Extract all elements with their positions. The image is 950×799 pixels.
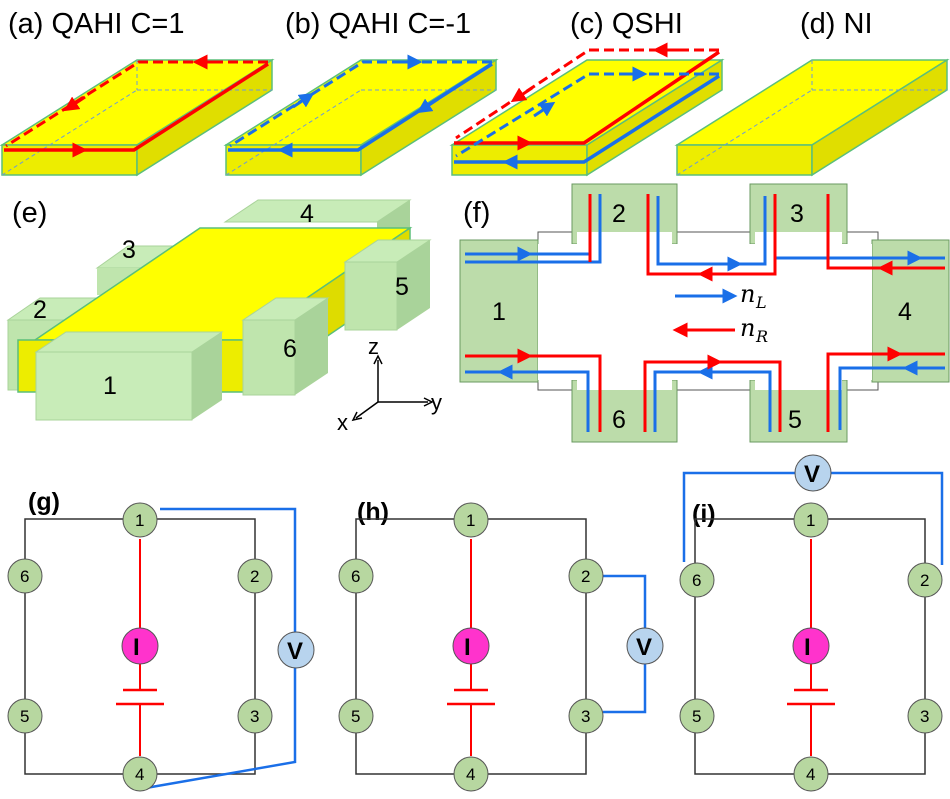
node-i-1: 1	[806, 511, 815, 530]
axis-y-label: y	[431, 390, 442, 415]
panel-a: (a) QAHI C=1	[0, 8, 275, 177]
node-i-3: 3	[920, 707, 929, 726]
panel-f-label: (f)	[463, 197, 490, 229]
node-i-6: 6	[692, 571, 701, 590]
legend-nL-symbol: n	[740, 280, 755, 308]
node-g-3: 3	[250, 707, 259, 726]
legend-nL-sub: L	[755, 293, 767, 312]
voltmeter-h: V	[636, 634, 652, 661]
terminal-label-1: 1	[492, 298, 506, 326]
contact-label-1: 1	[103, 372, 117, 400]
panel-f: (f) 2 3 1 4 6 5	[459, 183, 950, 443]
contact-label-6: 6	[283, 335, 297, 363]
axis-x-label: x	[337, 410, 348, 435]
node-h-3: 3	[581, 707, 590, 726]
voltmeter-i: V	[804, 461, 820, 488]
node-g-2: 2	[250, 567, 259, 586]
node-h-2: 2	[581, 567, 590, 586]
contact-label-5: 5	[395, 273, 409, 301]
panel-h-label: (h)	[357, 498, 389, 526]
slab-a	[0, 58, 275, 177]
nodes-g: 1 2 3 4 5 6	[7, 502, 273, 792]
node-g-5: 5	[20, 707, 29, 726]
contact-label-3: 3	[122, 236, 136, 264]
edge-state-red-c	[454, 42, 720, 151]
node-g-1: 1	[135, 511, 144, 530]
legend-nR-symbol: n	[740, 314, 755, 342]
terminal-label-5: 5	[788, 406, 802, 434]
hall-bar-f	[459, 183, 950, 443]
contact-1-e	[34, 331, 224, 421]
terminal-label-3: 3	[790, 200, 804, 228]
panel-b-label: (b) QAHI C=-1	[285, 8, 471, 40]
current-source-h: I	[464, 634, 471, 661]
contact-6-e	[241, 297, 330, 396]
panel-g-label: (g)	[28, 488, 60, 516]
slab-b	[223, 58, 499, 177]
node-h-5: 5	[351, 707, 360, 726]
panel-i: (i) I V 1 2 3 4 5 6	[679, 454, 944, 792]
node-i-5: 5	[692, 707, 701, 726]
edge-state-red-a	[4, 54, 269, 158]
node-g-6: 6	[20, 567, 29, 586]
panel-e: (e)	[6, 197, 442, 435]
panel-g: (g) I V 1 2 3 4 5 6	[7, 488, 315, 792]
panel-h: (h) I V 1 2 3 4 5 6	[338, 498, 664, 792]
voltmeter-g: V	[287, 638, 303, 665]
node-g-4: 4	[135, 765, 144, 784]
axes-e: z y x	[337, 334, 442, 435]
node-h-6: 6	[351, 567, 360, 586]
node-h-4: 4	[466, 765, 475, 784]
panel-i-label: (i)	[692, 500, 716, 528]
panel-a-label: (a) QAHI C=1	[8, 8, 184, 40]
panel-c-label: (c) QSHI	[570, 8, 683, 40]
panel-c: (c) QSHI	[449, 8, 725, 177]
contact-label-4: 4	[300, 200, 314, 228]
nodes-i: 1 2 3 4 5 6	[679, 502, 943, 792]
edge-arrows-f	[497, 246, 925, 380]
node-h-1: 1	[466, 511, 475, 530]
current-source-g: I	[133, 634, 140, 661]
current-source-i: I	[804, 634, 811, 661]
slab-d	[674, 58, 950, 177]
edge-state-blue-b	[228, 54, 493, 158]
nodes-h: 1 2 3 4 5 6	[338, 502, 604, 792]
node-i-4: 4	[806, 765, 815, 784]
legend-f: n L n R	[672, 280, 768, 346]
contact-label-2: 2	[33, 296, 47, 324]
terminal-label-4: 4	[898, 298, 912, 326]
legend-nR-sub: R	[755, 327, 768, 346]
terminal-label-6: 6	[612, 406, 626, 434]
axis-z-label: z	[368, 334, 379, 359]
panel-e-label: (e)	[12, 197, 47, 229]
contact-5-e	[343, 239, 432, 331]
node-i-2: 2	[920, 571, 929, 590]
edge-state-blue-c	[454, 66, 720, 170]
panel-d: (d) NI	[674, 8, 950, 177]
panel-b: (b) QAHI C=-1	[223, 8, 499, 177]
terminal-label-2: 2	[612, 200, 626, 228]
panel-d-label: (d) NI	[800, 8, 873, 40]
